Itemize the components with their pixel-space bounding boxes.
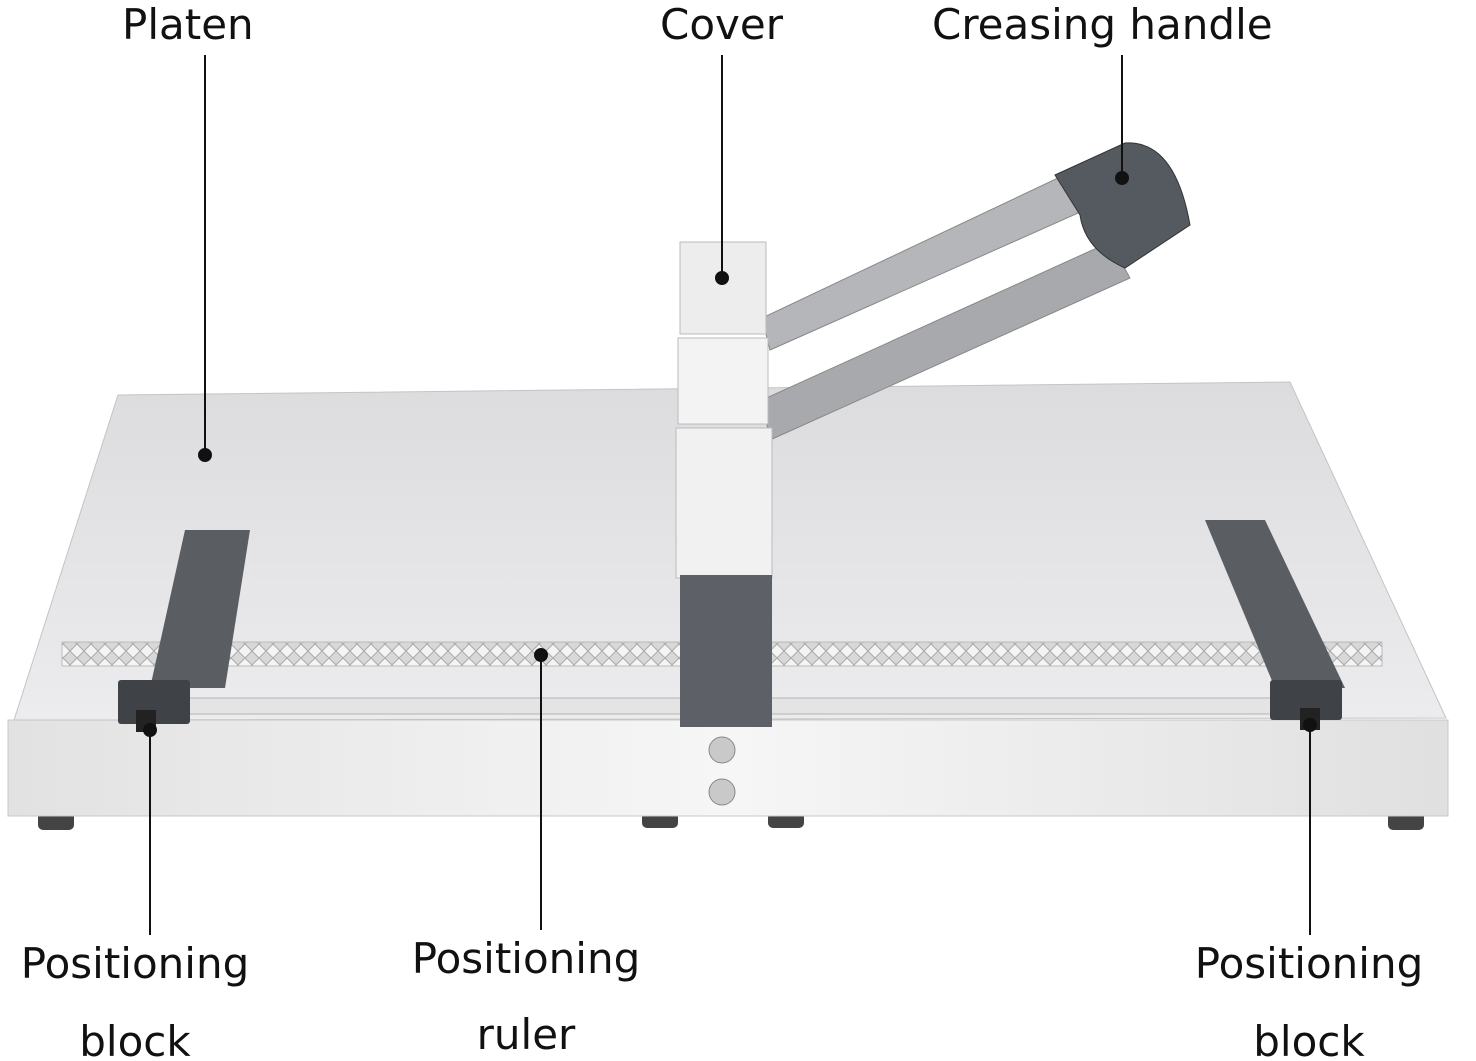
label-positioning-ruler: Positioning ruler [403, 938, 649, 1056]
label-positioning-block-right: Positioning block [1186, 943, 1432, 1061]
label-line-1: Positioning [1194, 939, 1424, 988]
label-positioning-block-left: Positioning block [12, 943, 258, 1061]
label-platen: Platen [122, 0, 254, 49]
label-line-1: Positioning [411, 934, 641, 983]
label-cover: Cover [660, 0, 783, 49]
label-line-2: ruler [476, 1010, 576, 1059]
label-creasing-handle: Creasing handle [932, 0, 1273, 49]
label-line-1: Positioning [20, 939, 250, 988]
leader-lines [143, 55, 1317, 935]
label-line-2: block [79, 1017, 191, 1061]
cover [675, 241, 773, 727]
label-line-2: block [1253, 1017, 1365, 1061]
